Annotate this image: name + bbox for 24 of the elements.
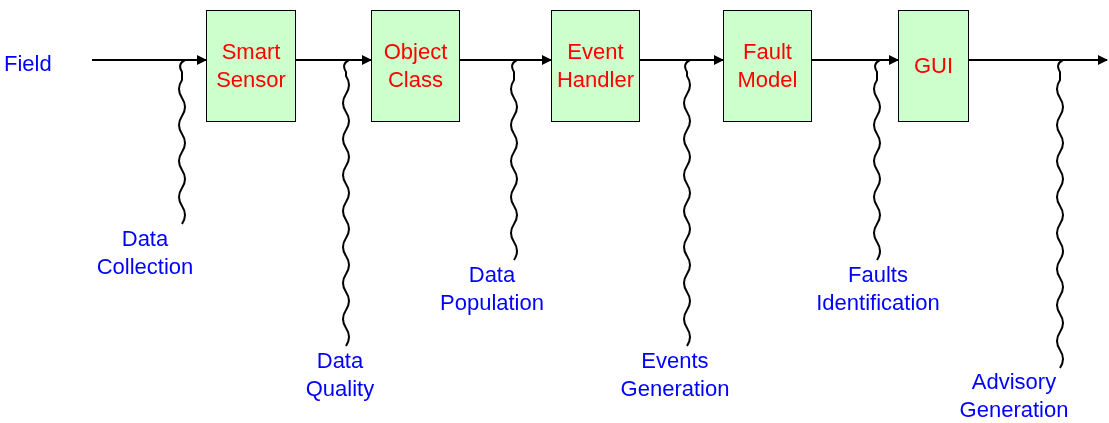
arrow [91, 55, 207, 65]
process-box: Object Class [371, 10, 460, 122]
arrow [811, 55, 899, 65]
process-box: Fault Model [723, 10, 812, 122]
process-box: GUI [898, 10, 969, 122]
arrow [295, 55, 372, 65]
stage-label: Data Collection [85, 224, 205, 282]
arrow [459, 55, 552, 65]
arrow [968, 55, 1108, 65]
leader-line [342, 59, 350, 347]
leader-line [178, 59, 186, 225]
stage-label: Faults Identification [803, 260, 953, 318]
stage-label: Data Quality [298, 346, 382, 404]
process-box: Event Handler [551, 10, 640, 122]
stage-label: Advisory Generation [947, 368, 1081, 423]
leader-line [683, 59, 691, 347]
process-box: Smart Sensor [206, 10, 296, 122]
stage-label: Data Population [428, 260, 556, 318]
leader-line [873, 59, 881, 261]
leader-line [1056, 59, 1064, 369]
input-label: Field [4, 44, 92, 84]
stage-label: Events Generation [608, 346, 742, 404]
leader-line [510, 59, 518, 261]
arrow [639, 55, 724, 65]
